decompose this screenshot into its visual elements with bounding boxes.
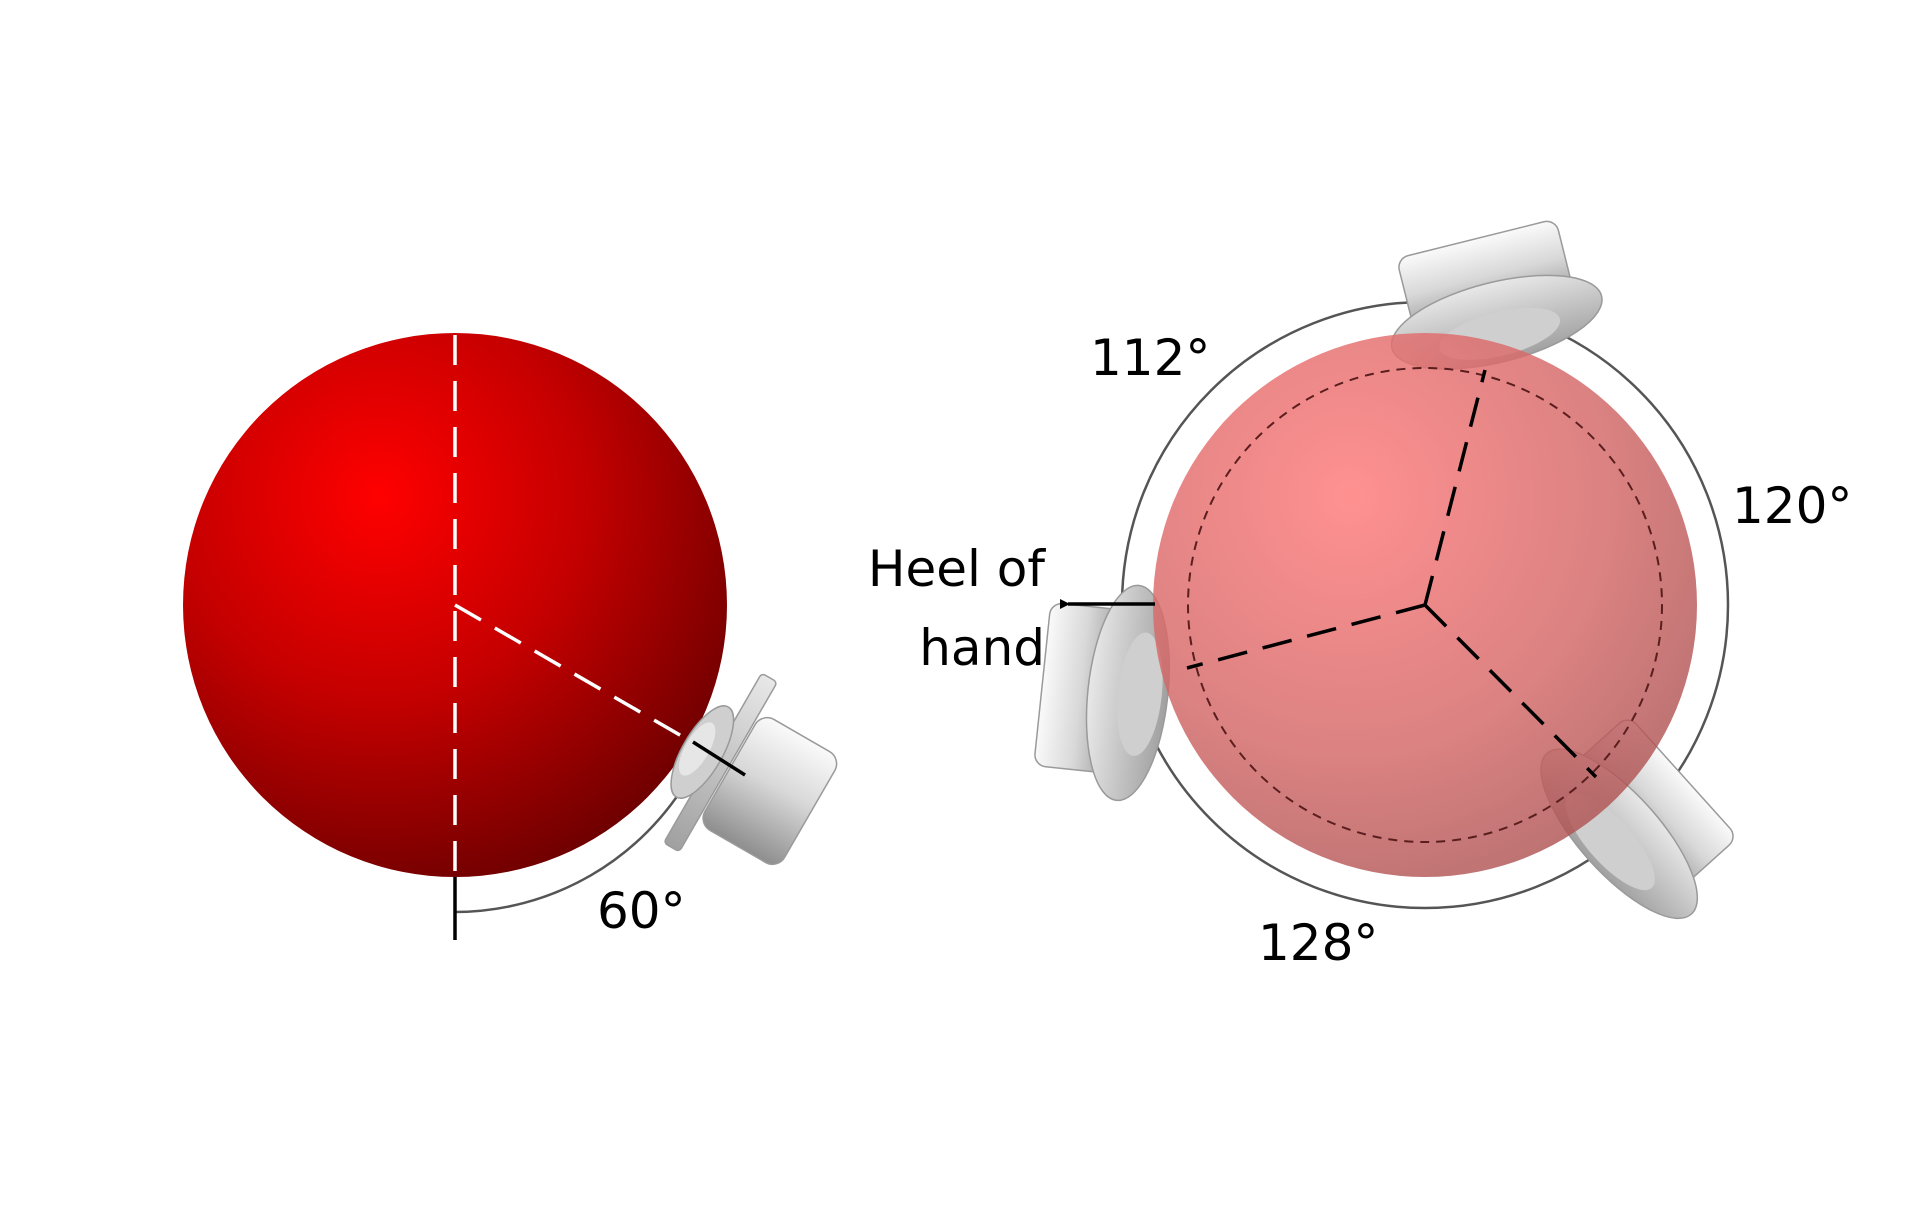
heel-label-line1: Heel of bbox=[868, 540, 1046, 598]
right-dashed-line-left bbox=[1186, 603, 1426, 670]
heel-label-line2: hand bbox=[919, 619, 1045, 677]
right-dashed-line-top bbox=[1423, 369, 1487, 606]
right-left-cup bbox=[1034, 584, 1170, 802]
left-contact-tick bbox=[692, 740, 746, 777]
angle-label-128: 128° bbox=[1258, 914, 1378, 972]
left-thumb-cup bbox=[664, 673, 838, 866]
right-inner-dashed-circle bbox=[1187, 367, 1663, 843]
left-ball-group: 60° bbox=[183, 333, 838, 940]
right-dashed-line-bottom bbox=[1423, 603, 1598, 779]
angle-label-112: 112° bbox=[1090, 329, 1210, 387]
right-ball-group: 112° 120° 128° Heel of hand bbox=[868, 220, 1852, 972]
left-angle-label: 60° bbox=[597, 882, 686, 940]
left-angle-arc bbox=[454, 775, 692, 914]
angle-label-120: 120° bbox=[1732, 477, 1852, 535]
